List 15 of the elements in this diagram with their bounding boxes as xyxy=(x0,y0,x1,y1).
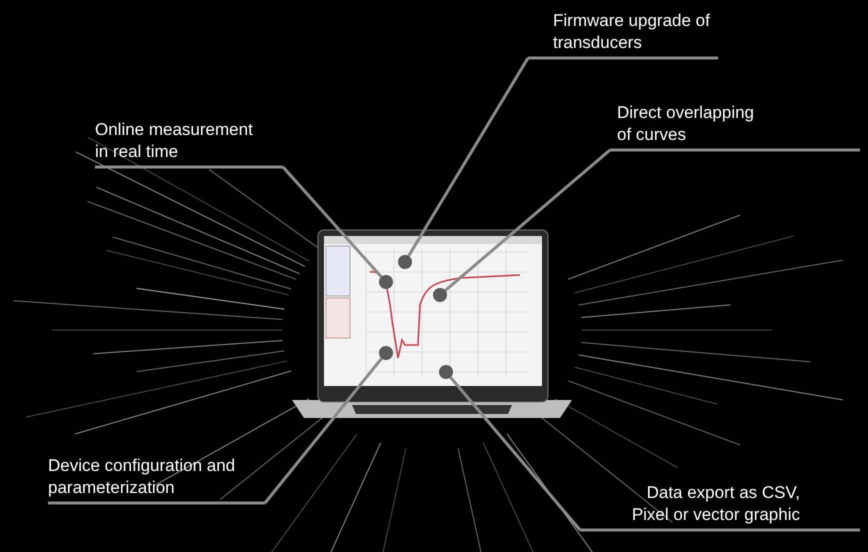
leader-line xyxy=(46,356,384,504)
callout-text: Firmware upgrade of transducers xyxy=(553,10,711,54)
callout-dot xyxy=(433,288,447,302)
leader-line xyxy=(449,376,862,532)
callout-dot xyxy=(379,346,393,360)
callout-dot xyxy=(398,255,412,269)
leader-line xyxy=(407,56,720,258)
leader-line xyxy=(94,166,383,278)
callout-text: Online measurement in real time xyxy=(95,119,254,163)
callout-text: Direct overlapping of curves xyxy=(617,102,756,146)
callout-dot xyxy=(379,275,393,289)
leader-line xyxy=(444,148,862,292)
callout-text: Data export as CSV, Pixel or vector graphic xyxy=(630,482,800,526)
callout-text: Device configuration and parameterization xyxy=(48,455,236,499)
callout-dot xyxy=(439,365,453,379)
